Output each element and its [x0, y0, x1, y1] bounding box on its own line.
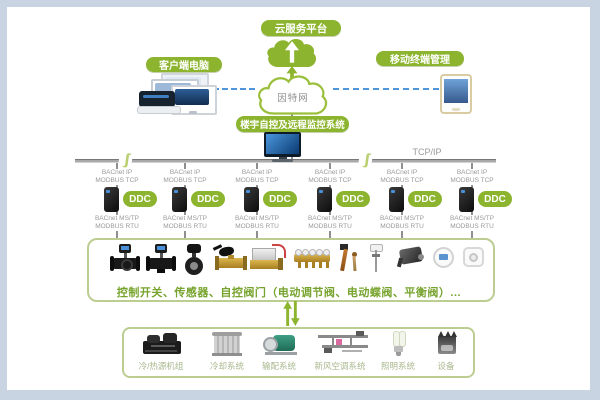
bas-title: 楼宇自控及远程监控系统 [236, 116, 349, 132]
duct-sensor-icon [366, 244, 386, 278]
ddc-controller-icon [172, 187, 187, 212]
bus-break-icon: ∫∫ [357, 151, 374, 169]
ddc-controller-icon [389, 187, 404, 212]
system-label: 冷却系统 [209, 361, 244, 371]
dashed-link-left [213, 88, 255, 90]
exchange-arrows-icon [283, 301, 300, 326]
dashed-link-right [333, 88, 439, 90]
system-item: 输配系统 [246, 330, 312, 372]
smartphone-icon [440, 74, 472, 114]
system-label: 设备 [437, 361, 455, 371]
ddc-controller-icon [459, 187, 474, 212]
mobile-terminal-label: 移动终端管理 [376, 51, 464, 66]
ddc-badge: DDC [478, 191, 512, 207]
damper-actuator-icon [396, 244, 428, 278]
butterfly-valve-icon [180, 244, 208, 278]
ddc-badge: DDC [123, 191, 157, 207]
system-label: 输配系统 [261, 361, 296, 371]
internet-label: 因特网 [277, 93, 309, 104]
two-way-motorized-valve-icon [110, 244, 140, 278]
system-item: 冷却系统 [194, 330, 260, 372]
ddc-controller-icon [244, 187, 259, 212]
ddc-badge: DDC [191, 191, 225, 207]
system-label: 照明系统 [380, 361, 415, 371]
pressure-switch-icon [462, 244, 486, 278]
tcpip-label: TCP/IP [412, 147, 442, 157]
cooling-tower-icon [199, 331, 255, 358]
system-item: 照明系统 [366, 330, 430, 372]
bus-break-icon: ∫∫ [117, 151, 134, 169]
ddc-badge: DDC [408, 191, 442, 207]
monitor-base [272, 159, 293, 162]
system-item: 新风空调系统 [305, 330, 375, 372]
client-pc-label: 客户端电脑 [146, 57, 222, 72]
system-item: 冷/热源机组 [128, 330, 194, 372]
ddc-controller-icon [317, 187, 332, 212]
cloud-platform-label: 云服务平台 [261, 20, 341, 36]
client-computers-icon [137, 73, 217, 115]
ddc-badge: DDC [336, 191, 370, 207]
field-devices-caption: 控制开关、传感器、自控阀门（电动调节阀、电动蝶阀、平衡阀）... [116, 287, 462, 299]
solenoid-valve-icon [250, 244, 290, 278]
system-label: 冷/热源机组 [138, 361, 184, 371]
ball-valve-actuator-icon [211, 244, 249, 278]
bas-monitor-icon [264, 132, 301, 157]
room-thermostat-icon [432, 244, 456, 278]
three-way-motorized-valve-icon [146, 244, 176, 278]
ddc-controller-icon [104, 187, 119, 212]
ddc-badge: DDC [263, 191, 297, 207]
equipment-icon [418, 331, 474, 358]
pump-icon [251, 331, 307, 358]
chiller-unit-icon [133, 331, 189, 358]
cloud-upload-icon [267, 39, 317, 68]
system-label: 新风空调系统 [314, 361, 366, 371]
system-item: 设备 [416, 330, 476, 372]
air-duct-icon [312, 331, 368, 358]
internet-cloud-icon [258, 75, 328, 115]
light-bulb-icon [370, 331, 426, 358]
monitor-stand [279, 157, 287, 160]
temperature-probe-icon [336, 244, 362, 278]
water-manifold-icon [292, 244, 332, 278]
